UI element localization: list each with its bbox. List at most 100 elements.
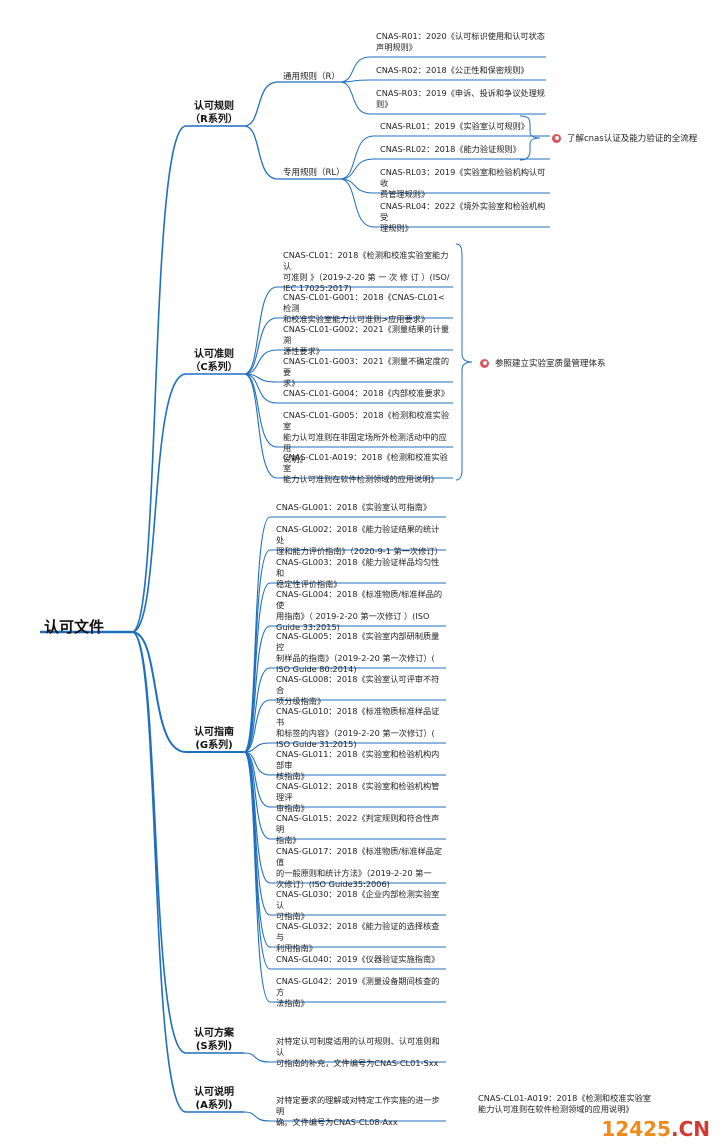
g-item-item-line: 法指南》: [276, 998, 309, 1008]
c-item-item-line: CNAS-CL01-G005：2018《检测和校准实验室: [283, 410, 450, 431]
g-item-item: CNAS-GL008：2018《实验室认可评审不符合项分级指南》: [276, 674, 446, 707]
r-group-general: 通用规则（R）: [283, 72, 340, 82]
a-item-item-line: 对特定要求的理解或对特定工作实施的进一步明: [276, 1095, 440, 1116]
r-special-item-line: 费管理规则》: [380, 189, 430, 199]
g-item-item: CNAS-GL004：2018《标准物质/标准样品的使用指南》（ 2019-2-…: [276, 589, 446, 633]
branch-s: 认可方案 (S系列): [186, 1027, 242, 1053]
c-item-item: CNAS-CL01-G001：2018《CNAS-CL01<检测和校准实验室能力…: [283, 292, 453, 325]
g-item-item: CNAS-GL032：2018《能力验证的选择核查与利用指南》: [276, 921, 446, 954]
r-general-item-line: CNAS-R03：2019《申诉、投诉和争议处理规: [376, 88, 545, 98]
c-item-item-line: 可准则 》（2019-2-20 第 一 次 修 订 ）(ISO/: [283, 272, 450, 282]
g-item-item-line: 核指南》: [276, 771, 309, 781]
g-item-item-line: 指南》: [276, 835, 301, 845]
a-extra-line: CNAS-CL01-A019：2018《检测和校准实验室: [478, 1093, 652, 1103]
c-item-item: CNAS-CL01-G004：2018《内部校准要求》: [283, 388, 453, 399]
minus-circle-icon: [552, 133, 561, 143]
g-item-item: CNAS-GL017：2018《标准物质/标准样品定值的一般原则和统计方法》（2…: [276, 846, 446, 890]
r-special-connector: [243, 125, 279, 180]
branch-r-label: 认可规则: [194, 101, 234, 112]
g-item-item: CNAS-GL002：2018《能力验证结果的统计处理和能力评价指南》（2020…: [276, 524, 446, 557]
g-item-connector: [243, 625, 271, 753]
g-item-connector: [243, 751, 271, 1003]
branch-c-connector: [131, 373, 187, 633]
g-item-connector: [243, 751, 271, 808]
g-item-item-line: 和标签的内容》（2019-2-20 第一次修订）(: [276, 728, 435, 738]
r-special-connector: [339, 158, 375, 180]
note-c: 参照建立实验室质量管理体系: [480, 357, 606, 369]
s-item-item-line: 可指南的补充，文件编号为CNAS-CL01-Sxx: [276, 1058, 439, 1068]
r-general-connector: [339, 79, 371, 83]
c-item-item: CNAS-CL01-G002：2021《测量结果的计量溯源性要求》: [283, 324, 453, 357]
r-special-item: CNAS-RL01：2019《实验室认可规则》: [380, 121, 550, 132]
c-item-item: CNAS-CL01-G003：2021《测量不确定度的要求》: [283, 356, 453, 389]
g-item-item-line: CNAS-GL002：2018《能力验证结果的统计处: [276, 524, 440, 545]
g-item-connector: [243, 582, 271, 753]
g-item-item: CNAS-GL012：2018《实验室和检验机构管理评审指南》: [276, 781, 446, 814]
g-item-item-line: CNAS-GL005：2018《实验室内部研制质量控: [276, 631, 440, 652]
g-item-item-line: ISO Guide 31:2015): [276, 739, 357, 749]
g-item-item-line: 可指南》: [276, 911, 309, 921]
branch-s-label: 认可方案: [194, 1028, 234, 1039]
g-item-item: CNAS-GL010：2018《标准物质标准样品证书和标签的内容》（2019-2…: [276, 706, 446, 750]
c-item-item-line: 源性要求》: [283, 346, 324, 356]
root-node: 认可文件: [44, 618, 105, 636]
g-item-item: CNAS-GL030：2018《企业内部检测实验室认可指南》: [276, 889, 446, 922]
g-item-item-line: CNAS-GL032：2018《能力验证的选择核查与: [276, 921, 440, 942]
branch-g: 认可指南 (G系列): [186, 726, 242, 752]
r-general-item: CNAS-R01：2020《认可标识使用和认可状态声明规则》: [376, 31, 546, 53]
r-general-item: CNAS-R02：2018《公正性和保密规则》: [376, 65, 546, 76]
c-item-item-line: CNAS-CL01-G004：2018《内部校准要求》: [283, 388, 450, 398]
g-item-item-line: CNAS-GL004：2018《标准物质/标准样品的使: [276, 589, 443, 610]
r-general-item-line: 则》: [376, 99, 393, 109]
c-item-connector: [243, 373, 278, 404]
r-general-connector: [339, 56, 371, 83]
g-item-connector: [243, 751, 271, 840]
g-item-item-line: 次修订）(ISO Guide35:2006): [276, 879, 390, 889]
watermark-number: 12425: [601, 1117, 671, 1141]
g-item-item-line: CNAS-GL042：2019《测量设备期间核查的方: [276, 976, 440, 997]
c-item-item-line: 能力认可准则在软件检测领域的应用说明》: [283, 474, 439, 484]
branch-c: 认可准则 （C系列）: [186, 348, 242, 374]
branch-g-sub: (G系列): [195, 740, 233, 751]
g-item-item-line: 稳定性评价指南》: [276, 579, 342, 589]
c-item-item-line: 求》: [283, 378, 300, 388]
c-note-bracket: [455, 243, 473, 481]
branch-c-sub: （C系列）: [190, 362, 238, 373]
g-item-item: CNAS-GL003：2018《能力验证样品均匀性和稳定性评价指南》: [276, 557, 446, 590]
r-special-item-line: CNAS-RL02：2018《能力验证规则》: [380, 144, 521, 154]
g-item-item-line: 理和能力评价指南》（2020-9-1 第一次修订）: [276, 546, 443, 556]
branch-c-label: 认可准则: [194, 349, 234, 360]
c-item-item-line: 说明》: [283, 454, 308, 464]
branch-g-label: 认可指南: [194, 727, 234, 738]
r-special-item: CNAS-RL04：2022《境外实验室和检验机构受理规则》: [380, 201, 550, 234]
g-item-item: CNAS-GL001：2018《实验室认可指南》: [276, 502, 446, 513]
g-item-item-line: Guide 33:2015): [276, 622, 340, 632]
g-item-item-line: 的一般原则和统计方法》（2019-2-20 第一: [276, 868, 432, 878]
branch-s-connector: [131, 631, 187, 1054]
branch-a-label: 认可说明: [194, 1087, 234, 1098]
r-note-bracket: [519, 115, 541, 161]
s-item-item-line: 对特定认可制度适用的认可规则、认可准则和认: [276, 1036, 440, 1057]
r-special-item: CNAS-RL03：2019《实验室和检验机构认可收费管理规则》: [380, 167, 550, 200]
branch-s-sub: (S系列): [195, 1041, 233, 1052]
g-item-item: CNAS-GL040：2019《仪器验证实施指南》: [276, 954, 446, 965]
r-general-connector: [243, 81, 279, 127]
branch-a: 认可说明 (A系列): [186, 1086, 242, 1112]
g-item-item-line: CNAS-GL040：2019《仪器验证实施指南》: [276, 954, 440, 964]
c-item-item-line: CNAS-CL01：2018《检测和校准实验室能力认: [283, 250, 449, 271]
r-special-connector: [339, 135, 375, 180]
c-item-item-line: CNAS-CL01-G002：2021《测量结果的计量溯: [283, 324, 450, 345]
g-item-item-line: CNAS-GL030：2018《企业内部检测实验室认: [276, 889, 440, 910]
g-item-item: CNAS-GL042：2019《测量设备期间核查的方法指南》: [276, 976, 446, 1009]
r-special-item: CNAS-RL02：2018《能力验证规则》: [380, 144, 550, 155]
c-item-connector: [243, 349, 278, 375]
r-special-item-line: CNAS-RL01：2019《实验室认可规则》: [380, 121, 529, 131]
c-item-item: CNAS-CL01-G005：2018《检测和校准实验室能力认可准则在非固定场所…: [283, 410, 453, 465]
g-item-connector: [243, 742, 271, 753]
note-r-text: 了解cnas认证及能力验证的全流程: [567, 134, 698, 144]
branch-r-connector: [131, 125, 187, 633]
c-item-item-line: 能力认可准则在非固定场所外检测活动中的应用: [283, 432, 447, 453]
c-item-item-line: 和校准实验室能力认可准则>应用要求》: [283, 314, 430, 324]
c-item-item-line: IEC 17025:2017): [283, 283, 352, 293]
